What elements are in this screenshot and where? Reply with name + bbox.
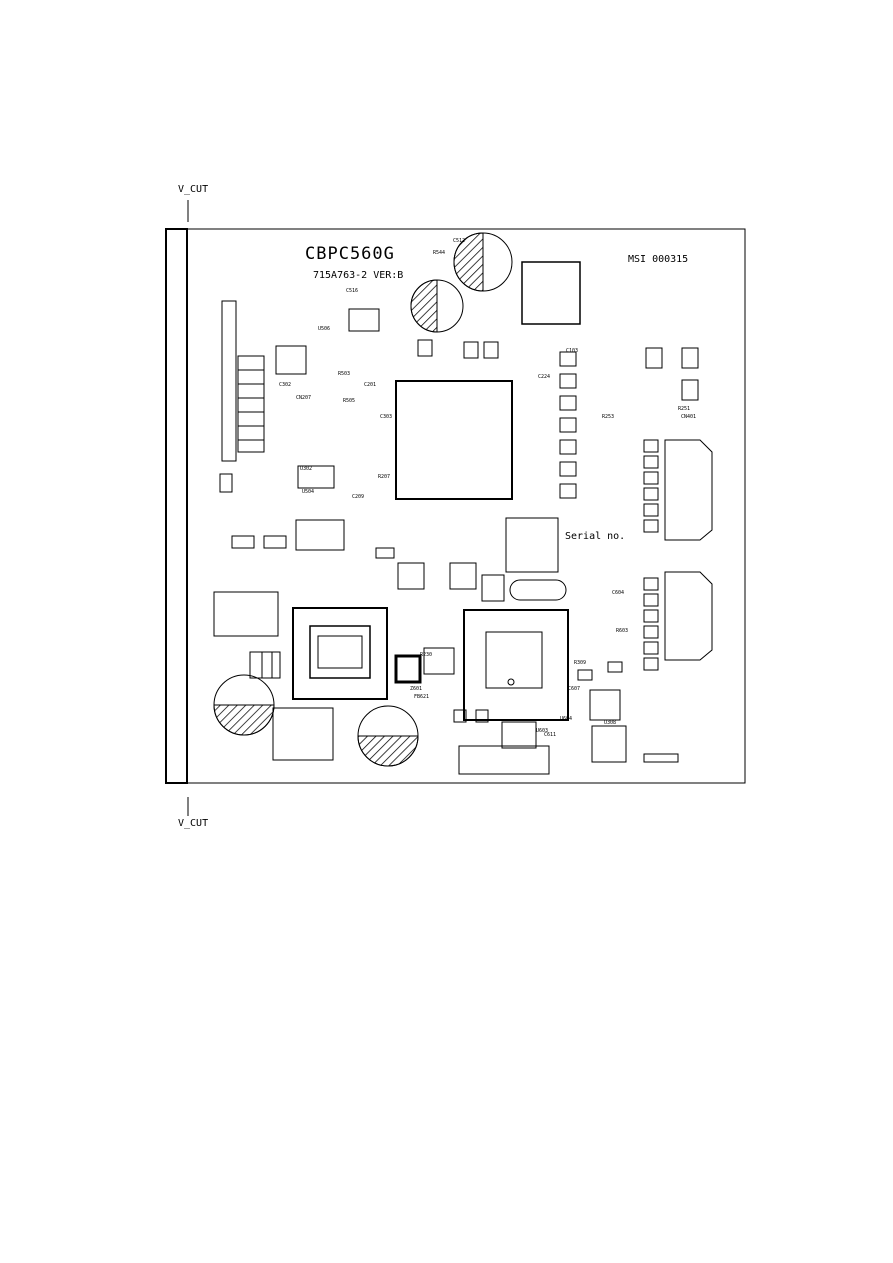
ref-label-c604: C604 bbox=[612, 590, 624, 596]
power-connector bbox=[213, 591, 279, 637]
ref-label-u603: U603 bbox=[536, 728, 548, 734]
board-title: CBPC560G bbox=[305, 244, 395, 264]
ref-label-c103: C103 bbox=[566, 348, 578, 354]
cap-sq-1 bbox=[397, 562, 425, 590]
header-bottom bbox=[458, 745, 550, 775]
ref-label-u504: U504 bbox=[302, 489, 314, 495]
vga-connector bbox=[664, 439, 713, 541]
fuse-block bbox=[249, 651, 281, 679]
board-serial-code: MSI 000315 bbox=[628, 254, 689, 265]
scaler-ic-core bbox=[485, 631, 543, 689]
ic-small-3 bbox=[501, 721, 537, 749]
edge-strip bbox=[165, 228, 188, 784]
cap-bottom-center bbox=[357, 705, 419, 767]
cap-small bbox=[348, 308, 380, 332]
scaler-pin1 bbox=[507, 678, 515, 686]
dvi-connector bbox=[664, 571, 713, 661]
module-left bbox=[297, 465, 335, 489]
ref-label-r207: R207 bbox=[378, 474, 390, 480]
ferrite-column bbox=[559, 351, 577, 499]
cap-bottom-left bbox=[213, 674, 275, 736]
diode-bridge bbox=[394, 654, 422, 684]
serial-number-label: Serial no. bbox=[565, 531, 626, 542]
ref-label-u302: U302 bbox=[300, 466, 312, 472]
crystal bbox=[509, 579, 567, 601]
v-cut-label-bottom: V_CUT bbox=[178, 818, 209, 829]
cap-sq-4 bbox=[423, 647, 455, 675]
cap-sq-3 bbox=[481, 574, 505, 602]
ref-label-cn207: CN207 bbox=[296, 395, 311, 401]
ref-label-c611: C611 bbox=[544, 732, 556, 738]
ref-label-z601: Z601 bbox=[410, 686, 422, 692]
module-upper-left bbox=[275, 345, 307, 375]
board-part-number: 715A763-2 VER:B bbox=[313, 270, 404, 281]
ref-label-fb621: FB621 bbox=[414, 694, 429, 700]
ref-label-r603: R603 bbox=[616, 628, 628, 634]
ref-label-c224: C224 bbox=[538, 374, 550, 380]
inductor-bottom bbox=[272, 707, 334, 761]
cap-top-right bbox=[453, 232, 513, 292]
ref-label-r505: R505 bbox=[343, 398, 355, 404]
module-mid bbox=[295, 519, 345, 551]
ref-label-cn401: CN401 bbox=[681, 414, 696, 420]
cap-top-left bbox=[410, 279, 464, 333]
regulator bbox=[521, 261, 581, 325]
ref-label-u604: U604 bbox=[560, 716, 572, 722]
ref-label-c209: C209 bbox=[352, 494, 364, 500]
main-ic bbox=[395, 380, 513, 500]
transformer bbox=[292, 607, 388, 700]
ref-label-c516: C516 bbox=[346, 288, 358, 294]
ref-label-r544: R544 bbox=[433, 250, 445, 256]
ref-label-c512: C512 bbox=[453, 238, 465, 244]
resistor-bottom-right bbox=[643, 753, 679, 763]
ref-label-r253: R253 bbox=[602, 414, 614, 420]
ref-label-u308: U308 bbox=[604, 720, 616, 726]
right-pads bbox=[643, 439, 659, 671]
scaler-ic bbox=[463, 609, 569, 721]
chip-mid bbox=[505, 517, 559, 573]
ic-small-1 bbox=[589, 689, 621, 721]
ref-label-r251: R251 bbox=[678, 406, 690, 412]
ref-label-c303: C303 bbox=[380, 414, 392, 420]
ref-label-c607: C607 bbox=[568, 686, 580, 692]
ref-label-c201: C201 bbox=[364, 382, 376, 388]
ref-label-r309: R309 bbox=[574, 660, 586, 666]
ref-label-c302: C302 bbox=[279, 382, 291, 388]
ref-label-r230: R230 bbox=[420, 652, 432, 658]
ref-label-r503: R503 bbox=[338, 371, 350, 377]
v-cut-label-top: V_CUT bbox=[178, 184, 209, 195]
lvds-connector bbox=[221, 300, 237, 462]
ic-small-2 bbox=[591, 725, 627, 763]
ref-label-u506: U506 bbox=[318, 326, 330, 332]
cap-sq-2 bbox=[449, 562, 477, 590]
